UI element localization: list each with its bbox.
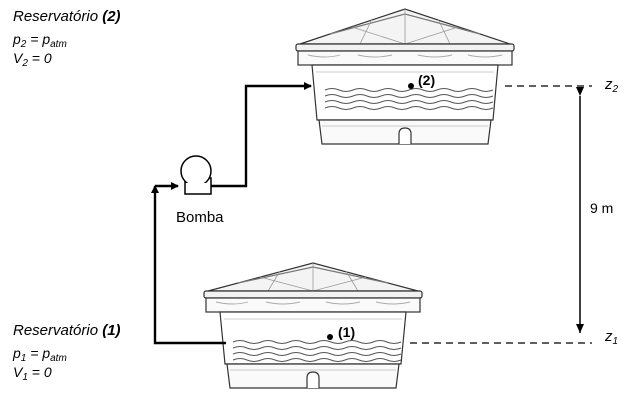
reservoir-2-pressure: p2 = patm: [13, 31, 67, 50]
reservoir-1-tank: [203, 262, 423, 389]
point-1-dot: [327, 334, 333, 340]
reservoir-1-title: Reservatório (1): [13, 322, 121, 339]
suction-pipe: [151, 185, 226, 345]
point-1-label: (1): [338, 324, 356, 340]
height-label: 9 m: [590, 200, 614, 216]
z2-label: z2: [605, 76, 619, 95]
pump-icon: [180, 155, 212, 195]
reservoir-2-title: Reservatório (2): [13, 8, 121, 25]
pump-label: Bomba: [176, 209, 224, 226]
discharge-pipe: [208, 82, 312, 188]
reservoir-2-water: [324, 88, 494, 110]
reservoir-2-tank: [295, 8, 515, 145]
point-2-label: (2): [418, 72, 436, 88]
reservoir-1-water: [232, 340, 402, 362]
reservoir-1-pressure: p1 = patm: [13, 345, 67, 364]
reservoir-2-velocity: V2 = 0: [13, 50, 52, 69]
z1-label: z1: [605, 328, 619, 347]
reservoir-1-velocity: V1 = 0: [13, 364, 52, 383]
point-2-dot: [408, 83, 414, 89]
